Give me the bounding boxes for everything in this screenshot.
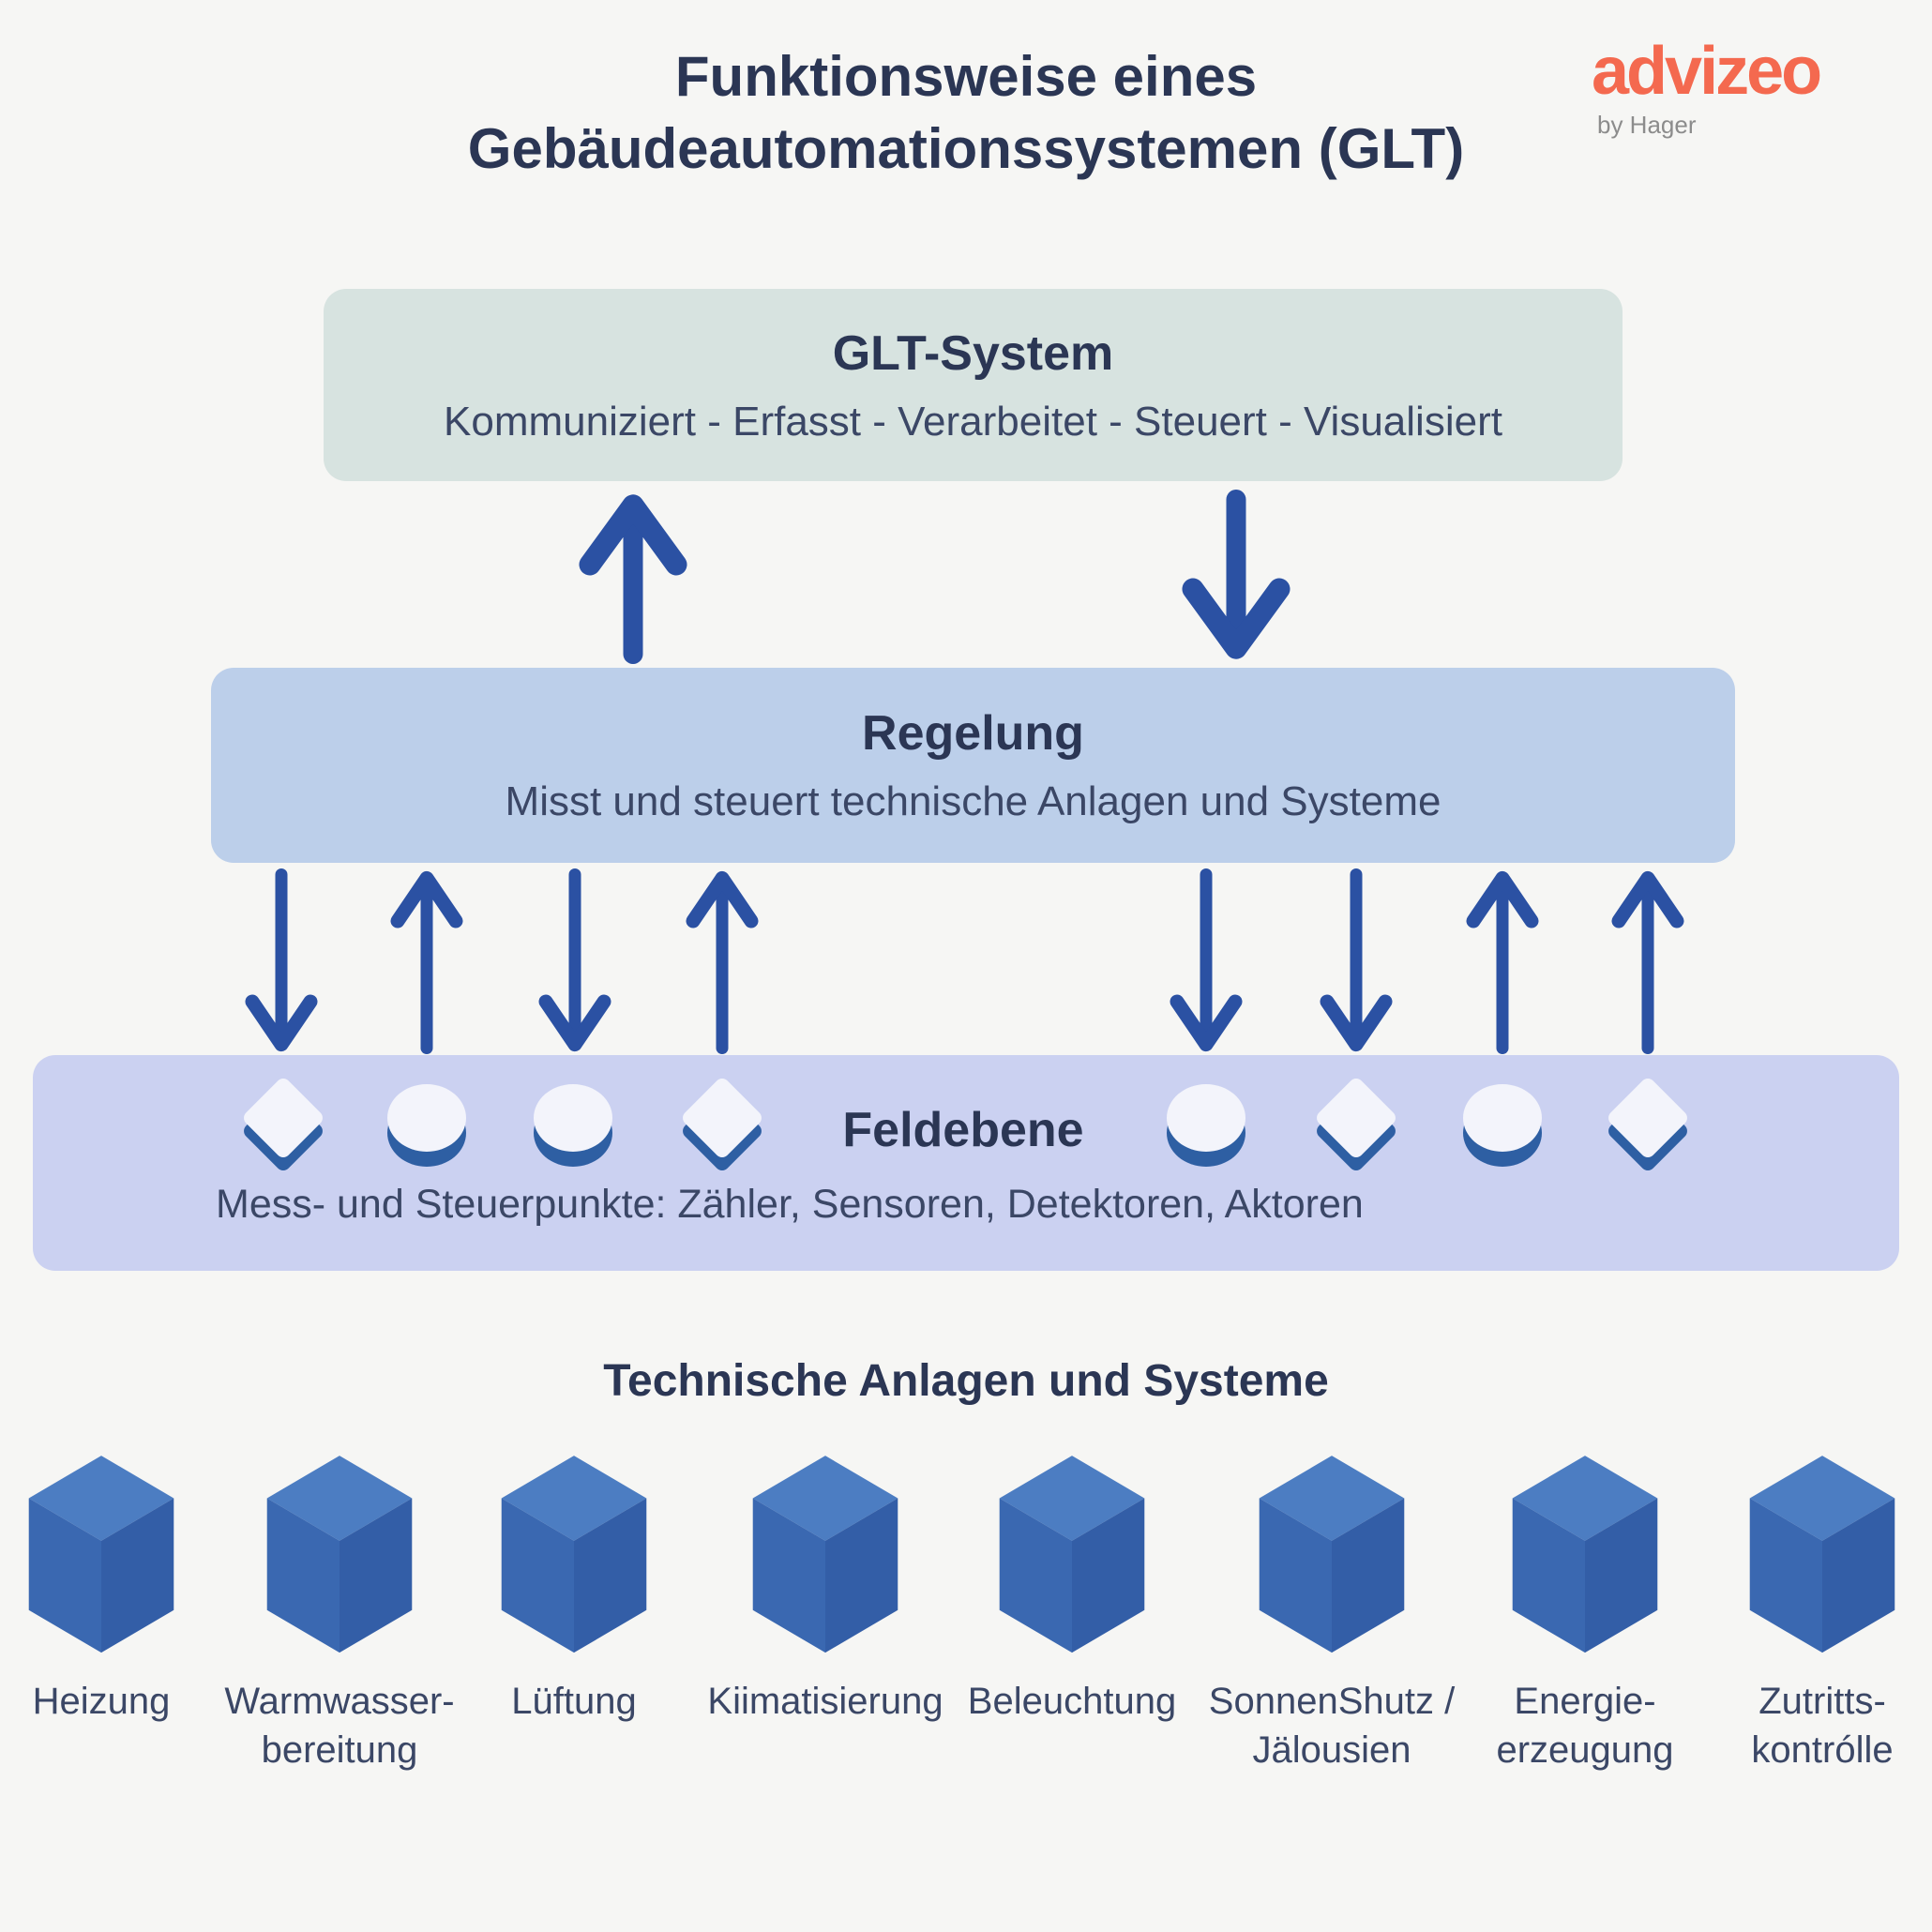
system-label: Energie- erzeugung (1496, 1681, 1674, 1771)
disc-sensor-icon (530, 1077, 616, 1174)
flow-arrow-up (681, 868, 763, 1059)
page-title-line2: Gebäudeautomationssystemen (GLT) (467, 116, 1465, 180)
cube-icon (1259, 1456, 1405, 1653)
diamond-sensor-icon (240, 1075, 326, 1174)
system-label: Heizung (32, 1681, 171, 1722)
system-item-warmwasser: Warmwasser- bereitung (213, 1456, 466, 1774)
system-item-sonnenschutz: SonnenShutz / Jälousien (1205, 1456, 1458, 1774)
flow-arrow-up (1461, 868, 1544, 1059)
flow-arrow-down (240, 868, 323, 1059)
cube-icon (752, 1456, 898, 1653)
advizeo-wordmark: advizeo (1592, 34, 1822, 109)
flow-arrow-up (570, 490, 696, 669)
regelung-box: Regelung Misst und steuert technische An… (211, 668, 1735, 863)
systems-heading: Technische Anlagen und Systeme (603, 1356, 1329, 1406)
logo-byline: by Hager (1597, 111, 1697, 139)
regelung-subtitle: Misst und steuert technische Anlagen und… (505, 778, 1441, 824)
flow-arrow-down (1315, 868, 1397, 1059)
system-label: Zutritts- kontrólle (1751, 1681, 1894, 1771)
system-label: SonnenShutz / Jälousien (1208, 1681, 1456, 1771)
system-label: Kiimatisierung (707, 1681, 943, 1722)
flow-arrow-down (1165, 868, 1247, 1059)
system-label: Beleuchtung (967, 1681, 1177, 1722)
system-item-heizung: Heizung (0, 1456, 228, 1726)
disc-sensor-icon (1459, 1077, 1546, 1174)
page-title-line1: Funktionsweise eines (674, 45, 1258, 108)
cube-icon (501, 1456, 647, 1653)
feldebene-box: Feldebene Mess- und Steuerpunkte: Zähler… (33, 1055, 1899, 1271)
systems-row: Heizung Warmwasser- bereitung Lüftung (0, 1456, 1932, 1924)
flow-arrow-up (385, 868, 468, 1059)
glt-system-title: GLT-System (832, 325, 1114, 381)
diamond-sensor-icon (1313, 1075, 1399, 1174)
disc-sensor-icon (384, 1077, 470, 1174)
system-item-lueftung: Lüftung (447, 1456, 701, 1726)
system-item-beleuchtung: Beleuchtung (945, 1456, 1199, 1726)
page-title: Funktionsweise eines Gebäudeautomationss… (0, 41, 1932, 186)
diamond-sensor-icon (1605, 1075, 1691, 1174)
cube-icon (1512, 1456, 1658, 1653)
cube-icon (1749, 1456, 1895, 1653)
feldebene-title: Feldebene (842, 1103, 1084, 1157)
cube-icon (28, 1456, 174, 1653)
flow-arrow-down (1173, 490, 1299, 669)
brand-logo: advizeo by Hager (1592, 34, 1822, 139)
system-item-klimatisierung: Kiimatisierung (699, 1456, 952, 1726)
cube-icon (999, 1456, 1145, 1653)
flow-arrow-up (1607, 868, 1689, 1059)
system-label: Warmwasser- bereitung (224, 1681, 455, 1771)
system-item-energieerzeugung: Energie- erzeugung (1458, 1456, 1712, 1774)
system-item-zutrittskontrolle: Zutritts- kontrólle (1696, 1456, 1932, 1774)
system-label: Lüftung (511, 1681, 637, 1722)
disc-sensor-icon (1163, 1077, 1249, 1174)
diamond-sensor-icon (679, 1075, 765, 1174)
flow-arrow-down (534, 868, 616, 1059)
cube-icon (266, 1456, 413, 1653)
feldebene-subtitle: Mess- und Steuerpunkte: Zähler, Sensoren… (216, 1182, 1364, 1227)
glt-system-box: GLT-System Kommuniziert - Erfasst - Vera… (324, 289, 1623, 481)
glt-system-subtitle: Kommuniziert - Erfasst - Verarbeitet - S… (444, 398, 1502, 445)
regelung-title: Regelung (862, 706, 1084, 761)
